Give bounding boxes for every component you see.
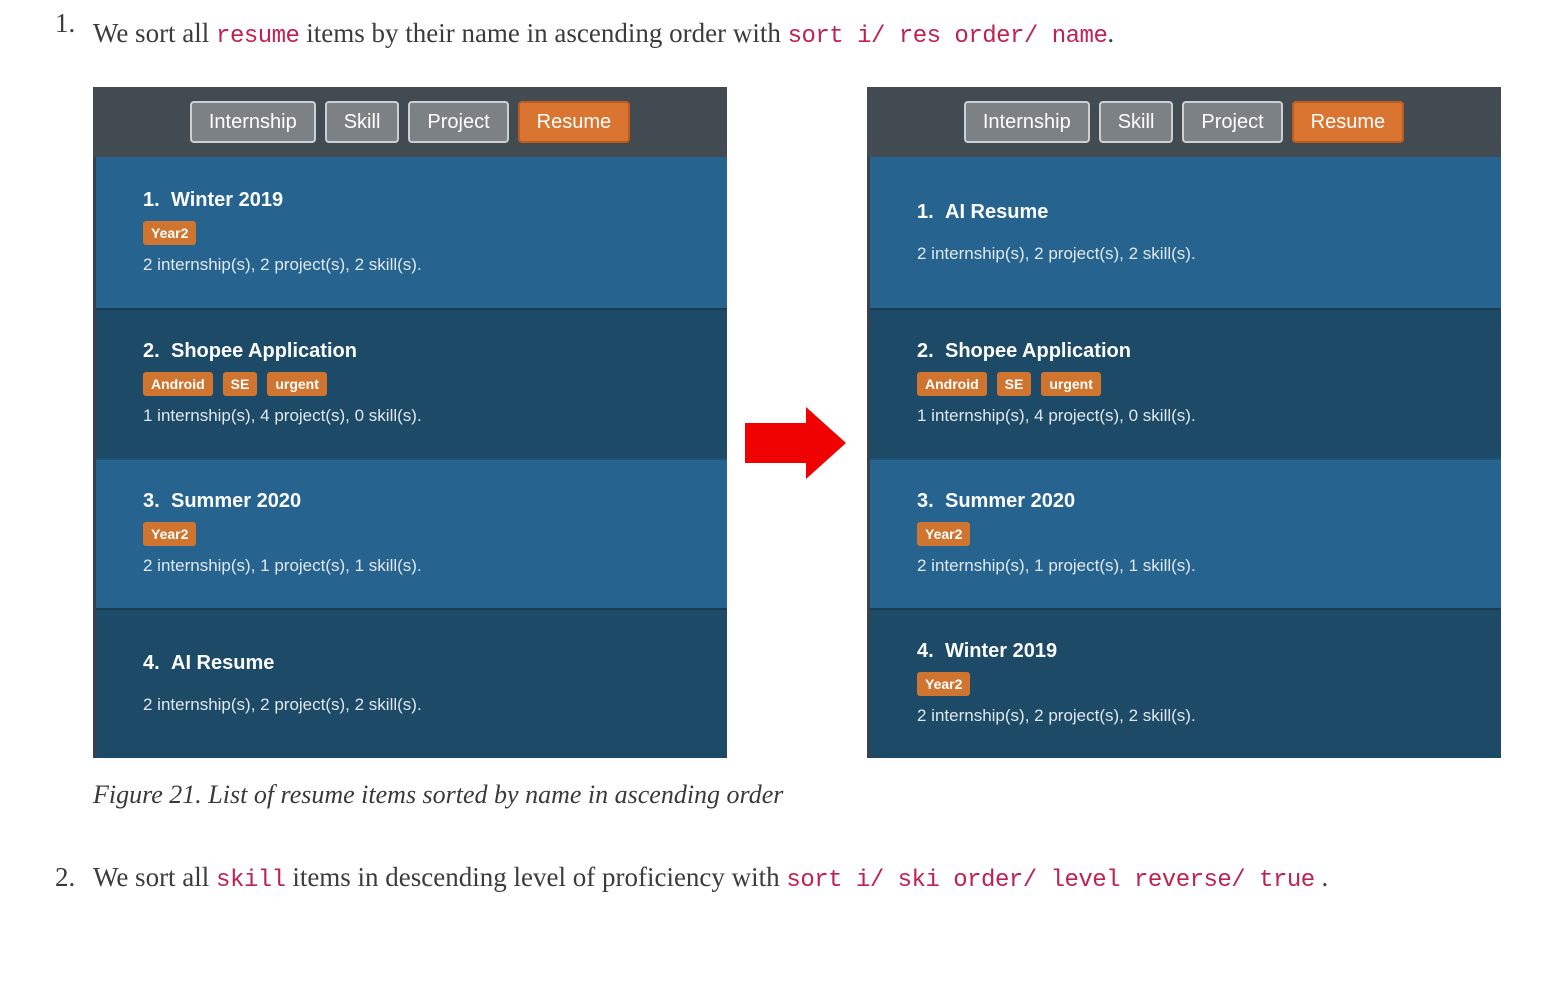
red-right-arrow-icon	[745, 406, 846, 479]
card-tags: Year2	[917, 521, 1501, 546]
text-run: .	[1314, 862, 1329, 893]
card-name: Shopee Application	[945, 339, 1131, 362]
tag-badge: Year2	[917, 672, 971, 697]
tab-internship-button[interactable]: Internship	[963, 101, 1090, 144]
arrow-wrap	[727, 87, 867, 758]
tag-badge: Year2	[143, 521, 197, 546]
card-name: Winter 2019	[945, 640, 1058, 663]
tag-badge: SE	[996, 371, 1032, 396]
card-index: 4.	[917, 640, 934, 663]
inline-code: skill	[216, 867, 286, 895]
figure-caption: Figure 21. List of resume items sorted b…	[93, 780, 784, 810]
resume-card: 4. AI Resume 2 internship(s), 2 project(s)…	[96, 608, 727, 759]
inline-code: resume	[216, 23, 300, 50]
text-run: We sort all	[93, 18, 217, 48]
resume-card: 1. AI Resume 2 internship(s), 2 project(s)…	[870, 157, 1501, 308]
card-summary: 2 internship(s), 2 project(s), 2 skill(s…	[143, 255, 422, 275]
card-name: Winter 2019	[171, 189, 284, 212]
text-run: We sort all	[93, 862, 217, 893]
card-title: 3. Summer 2020	[143, 490, 727, 513]
tag-badge: urgent	[1041, 371, 1101, 396]
inline-code: sort i/ ski order/ level reverse/ true	[786, 867, 1315, 895]
card-title: 2. Shopee Application	[917, 340, 1501, 363]
tag-badge: Android	[917, 371, 987, 396]
tag-badge: Android	[143, 371, 213, 396]
text-run: .	[1107, 18, 1115, 48]
card-name: AI Resume	[945, 200, 1049, 223]
step-number: 1.	[55, 8, 76, 38]
card-title: 1. AI Resume	[917, 201, 1501, 224]
card-title: 2. Shopee Application	[143, 340, 727, 363]
card-title: 4. Winter 2019	[917, 640, 1501, 663]
tab-skill-button[interactable]: Skill	[324, 101, 400, 144]
card-tags: Year2	[917, 672, 1501, 697]
resume-list: 1. AI Resume 2 internship(s), 2 project(s)…	[867, 157, 1501, 759]
card-name: Shopee Application	[171, 339, 357, 362]
card-index: 1.	[917, 200, 934, 223]
text-run: items in descending level of proficiency…	[285, 862, 787, 893]
tag-badge: Year2	[143, 221, 197, 246]
card-summary: 2 internship(s), 1 project(s), 1 skill(s…	[917, 555, 1196, 575]
tab-internship-button[interactable]: Internship	[189, 101, 316, 144]
card-index: 3.	[143, 489, 160, 512]
card-name: AI Resume	[171, 651, 275, 674]
inline-code: sort i/ res order/ name	[787, 23, 1108, 50]
text-run: items by their name in ascending order w…	[299, 18, 788, 48]
card-index: 2.	[917, 339, 934, 362]
card-summary: 2 internship(s), 2 project(s), 2 skill(s…	[917, 706, 1196, 726]
tag-badge: Year2	[917, 521, 971, 546]
tab-resume-button[interactable]: Resume	[517, 101, 631, 144]
card-title: 1. Winter 2019	[143, 189, 727, 212]
card-tags: Year2	[143, 221, 727, 246]
card-summary: 1 internship(s), 4 project(s), 0 skill(s…	[917, 405, 1196, 425]
card-name: Summer 2020	[171, 489, 302, 512]
tab-resume-button[interactable]: Resume	[1291, 101, 1405, 144]
card-title: 4. AI Resume	[143, 652, 727, 675]
card-tags: Year2	[143, 521, 727, 546]
card-index: 1.	[143, 189, 160, 212]
card-name: Summer 2020	[945, 489, 1076, 512]
tag-badge: SE	[222, 371, 258, 396]
step-item-1: 1. We sort all resume items by their nam…	[55, 0, 1543, 57]
card-index: 2.	[143, 339, 160, 362]
step-item-2: 2. We sort all skill items in descending…	[55, 854, 1543, 901]
tag-badge: urgent	[267, 371, 327, 396]
card-tags: Android SE urgent	[917, 371, 1501, 396]
tab-project-button[interactable]: Project	[1182, 101, 1283, 144]
doc-page: 1. We sort all resume items by their nam…	[55, 0, 1548, 901]
card-title: 3. Summer 2020	[917, 490, 1501, 513]
card-tags: Android SE urgent	[143, 371, 727, 396]
card-index: 4.	[143, 651, 160, 674]
step-text: We sort all skill items in descending le…	[93, 854, 1543, 901]
step-number: 2.	[55, 862, 76, 893]
card-summary: 1 internship(s), 4 project(s), 0 skill(s…	[143, 405, 422, 425]
tab-project-button[interactable]: Project	[408, 101, 509, 144]
step-text: We sort all resume items by their name i…	[93, 10, 1543, 57]
tab-skill-button[interactable]: Skill	[1098, 101, 1174, 144]
card-index: 3.	[917, 489, 934, 512]
card-summary: 2 internship(s), 2 project(s), 2 skill(s…	[143, 694, 422, 714]
card-summary: 2 internship(s), 1 project(s), 1 skill(s…	[143, 555, 422, 575]
card-summary: 2 internship(s), 2 project(s), 2 skill(s…	[917, 243, 1196, 263]
